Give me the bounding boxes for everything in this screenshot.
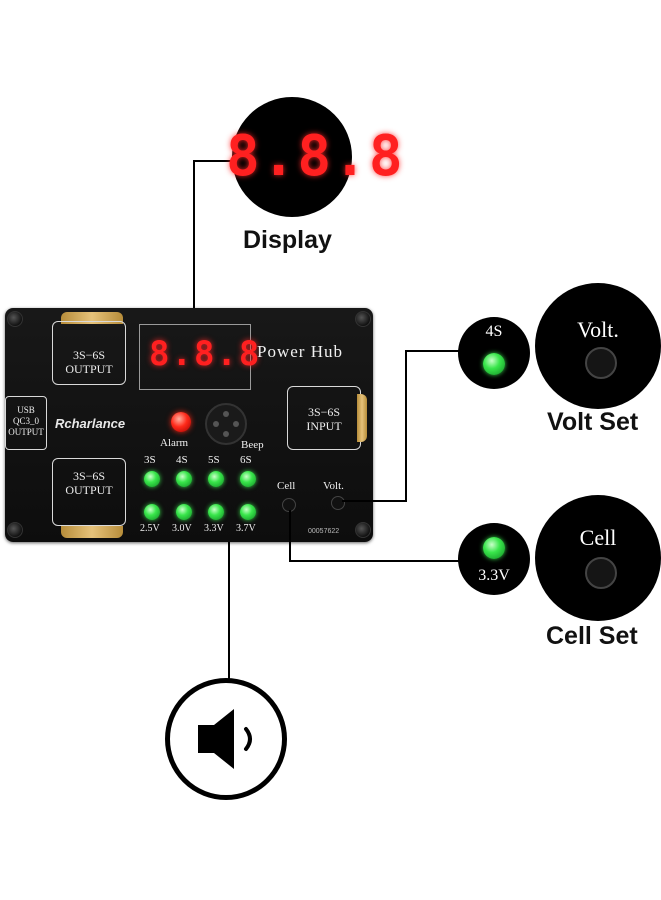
brand-text: Rcharlance (55, 416, 126, 431)
volt-indicator-text: 4S (485, 323, 503, 340)
usb-line3: OUTPUT (8, 427, 44, 437)
cell-set-label: Cell Set (546, 622, 638, 650)
input-port[interactable]: 3S−6S INPUT (287, 386, 361, 450)
volt-leader-top (405, 350, 460, 352)
cell-label-6s: 6S (240, 454, 252, 466)
display-leader-v (193, 160, 195, 310)
output-top-line2: OUTPUT (65, 362, 113, 376)
input-line1: 3S−6S (307, 405, 341, 419)
usb-line1: USB (17, 405, 35, 415)
volt-leader-v (405, 350, 407, 502)
led-3-3v (208, 504, 224, 520)
alarm-label: Alarm (160, 437, 189, 449)
cell-button-zoom-text: Cell (579, 525, 617, 550)
cell-indicator-circle: 3.3V (458, 523, 530, 595)
voltage-label-3-0v: 3.0V (172, 523, 192, 534)
speaker-icon (165, 678, 287, 800)
volt-button-zoom-circle: Volt. (535, 283, 661, 409)
led-6s (240, 471, 256, 487)
cell-label-3s: 3S (144, 454, 156, 466)
led-3-0v (176, 504, 192, 520)
cell-label-5s: 5S (208, 454, 220, 466)
voltage-label-3-7v: 3.7V (236, 523, 256, 534)
display-label: Display (243, 226, 332, 254)
volt-indicator-circle: 4S (458, 317, 530, 389)
alarm-led (171, 412, 191, 432)
power-hub-board: 3S−6S OUTPUT USB QC3_0 OUTPUT 3S−6S OUTP… (5, 308, 373, 542)
board-display-frame (139, 324, 251, 390)
led-2-5v (144, 504, 160, 520)
output-top-port[interactable]: 3S−6S OUTPUT (52, 321, 126, 385)
voltage-label-3-3v: 3.3V (204, 523, 224, 534)
screw-top-left (7, 311, 23, 327)
input-line2: INPUT (306, 419, 342, 433)
beep-label: Beep (241, 439, 264, 451)
cell-button-zoom-circle: Cell (535, 495, 661, 621)
display-leader-h (193, 160, 237, 162)
screw-top-right (355, 311, 371, 327)
cell-label-4s: 4S (176, 454, 188, 466)
volt-button-zoom-text: Volt. (577, 317, 619, 342)
usb-line2: QC3_0 (12, 416, 39, 426)
cell-button-label: Cell (277, 480, 296, 492)
volt-set-label: Volt Set (547, 408, 639, 436)
board-display-digits: 8.8.8 (149, 334, 262, 374)
output-top-line1: 3S−6S (72, 348, 106, 362)
brand-logo: Rcharlance (55, 416, 125, 431)
volt-button[interactable] (331, 496, 345, 510)
volt-button-zoom[interactable] (585, 347, 617, 379)
led-5s (208, 471, 224, 487)
output-bottom-contact (61, 526, 123, 538)
cell-indicator-text: 3.3V (478, 567, 510, 584)
screw-bottom-left (7, 522, 23, 538)
input-contact (357, 394, 367, 442)
output-bottom-port[interactable]: 3S−6S OUTPUT (52, 458, 126, 526)
buzzer-leader-v (228, 542, 230, 680)
cell-button-zoom[interactable] (585, 557, 617, 589)
cell-leader-h (289, 560, 459, 562)
volt-button-label: Volt. (323, 480, 344, 492)
display-zoom-digits: 8.8.8 (226, 124, 405, 189)
usb-output-port[interactable]: USB QC3_0 OUTPUT (5, 396, 47, 450)
cell-leader-v (289, 510, 291, 562)
led-4s (176, 471, 192, 487)
output-bottom-line2: OUTPUT (65, 483, 113, 497)
output-bottom-line1: 3S−6S (72, 469, 106, 483)
power-hub-title: Power Hub (257, 342, 343, 361)
voltage-label-2-5v: 2.5V (140, 523, 160, 534)
led-3-7v (240, 504, 256, 520)
display-zoom-circle: 8.8.8 (226, 97, 403, 217)
cell-indicator-led (483, 537, 505, 559)
volt-indicator-led (483, 353, 505, 375)
beep-buzzer (205, 403, 247, 445)
serial-number: 00057622 (308, 528, 340, 535)
volt-leader-bottom (342, 500, 406, 502)
screw-bottom-right (355, 522, 371, 538)
led-3s (144, 471, 160, 487)
